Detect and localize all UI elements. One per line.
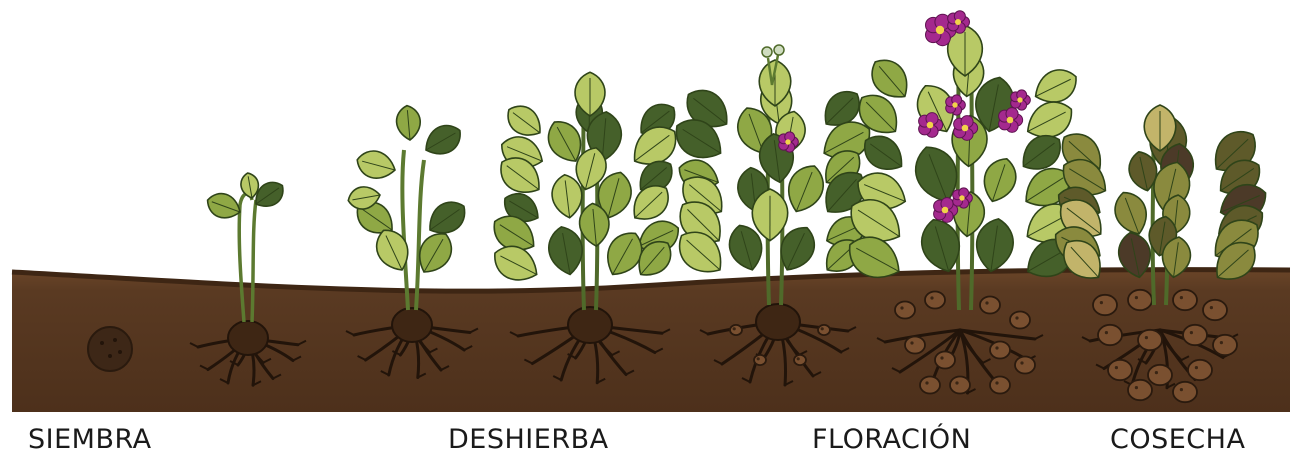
flower-center	[785, 139, 790, 144]
tuber	[794, 355, 806, 365]
flower-center	[1007, 117, 1014, 124]
tuber	[1093, 295, 1117, 315]
tuber	[1148, 365, 1172, 385]
tuber	[905, 337, 925, 354]
tuber	[1108, 360, 1132, 380]
seed-tuber	[228, 321, 268, 355]
tuber	[950, 377, 970, 394]
stage-label-siembra: SIEMBRA	[28, 424, 152, 455]
flower-center	[936, 26, 944, 34]
tuber	[990, 377, 1010, 394]
stem	[582, 100, 584, 310]
stem	[416, 160, 424, 310]
tuber	[1173, 382, 1197, 402]
tuber	[1010, 312, 1030, 329]
bud	[762, 47, 772, 57]
flower-center	[962, 125, 969, 132]
tuber	[990, 342, 1010, 359]
flower-center	[1017, 97, 1022, 102]
tuber	[1128, 380, 1152, 400]
tuber	[1015, 357, 1035, 374]
tuber	[1128, 290, 1152, 310]
tuber	[1188, 360, 1212, 380]
stem	[402, 150, 408, 310]
tuber	[935, 352, 955, 369]
growth-scene	[0, 0, 1296, 420]
tuber	[1203, 300, 1227, 320]
tuber	[730, 325, 742, 335]
bud	[774, 45, 784, 55]
tuber	[980, 297, 1000, 314]
tuber	[895, 302, 915, 319]
flower-center	[952, 102, 957, 107]
tuber	[925, 292, 945, 309]
tuber	[754, 355, 766, 365]
tuber	[1213, 335, 1237, 355]
tuber	[818, 325, 830, 335]
stage-label-floracion: FLORACIÓN	[812, 424, 971, 455]
tuber	[1098, 325, 1122, 345]
tuber	[1138, 330, 1162, 350]
tuber	[1173, 290, 1197, 310]
stem	[971, 60, 973, 310]
flower-center	[927, 122, 934, 129]
tuber	[1183, 325, 1207, 345]
flower-center	[959, 195, 964, 200]
seed-tuber	[392, 308, 432, 342]
tuber	[920, 377, 940, 394]
flower-center	[942, 207, 949, 214]
stage-label-cosecha: COSECHA	[1110, 424, 1245, 455]
seed-potato	[88, 327, 132, 371]
stage-label-deshierba: DESHIERBA	[448, 424, 609, 455]
seed-tuber	[568, 307, 612, 343]
flower-center	[955, 19, 961, 25]
seed-tuber	[756, 304, 800, 340]
